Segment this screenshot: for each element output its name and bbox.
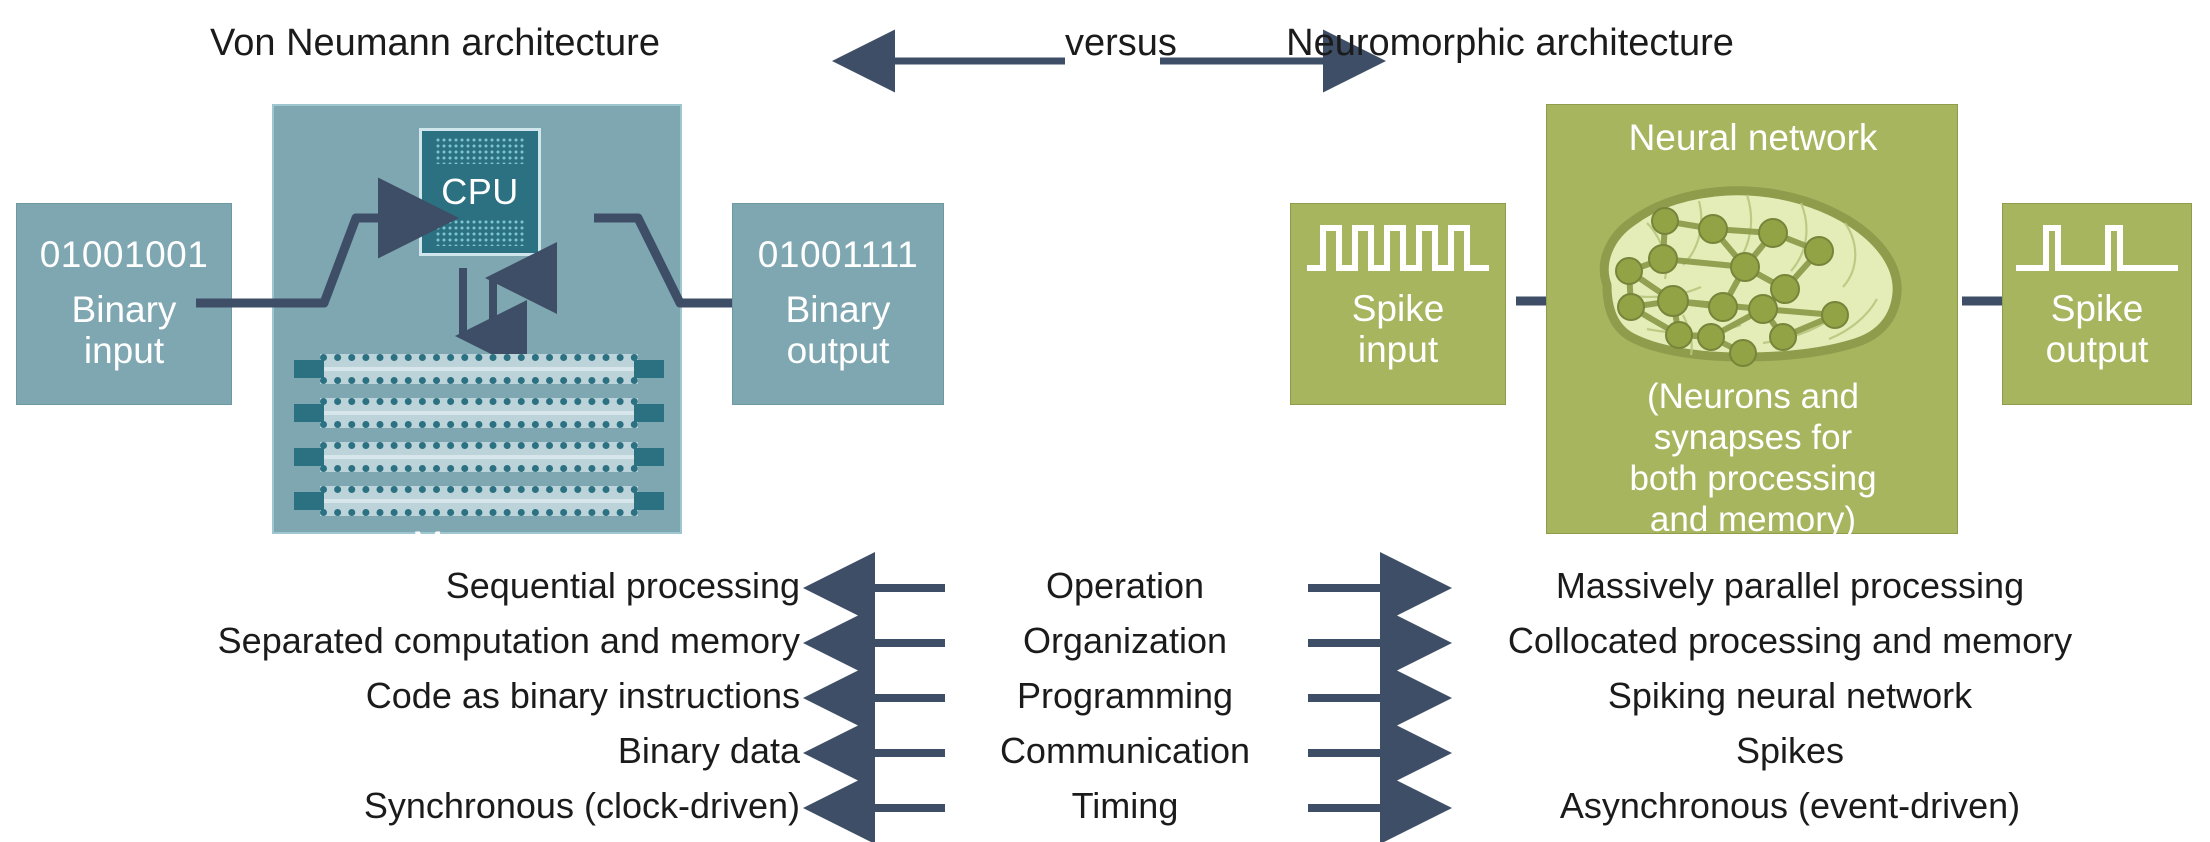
comparison-center-2: Programming <box>1016 675 1234 716</box>
comparison-center-3: Communication <box>999 730 1251 771</box>
comparison-center-0: Operation <box>1045 565 1205 606</box>
comparison-right-4: Asynchronous (event-driven) <box>1559 785 2021 826</box>
comparison-right-0: Massively parallel processing <box>1555 565 2025 606</box>
right-arrow-icon-1 <box>1308 607 1452 679</box>
left-arrow-icon-0 <box>803 552 945 624</box>
comparison-left-2: Code as binary instructions <box>365 675 800 716</box>
left-arrow-icon-3 <box>803 717 945 789</box>
spike-output-label-line1: Spike <box>2050 288 2144 329</box>
comparison-left-1: Separated computation and memory <box>217 620 800 661</box>
neural-network-note: (Neurons and synapses for both processin… <box>1547 377 1959 541</box>
cpu-label: CPU <box>441 171 519 212</box>
binary-output-bits: 01001111 <box>757 234 919 276</box>
binary-output-label-line1: Binary <box>785 288 891 330</box>
binary-output-label-line2: output <box>786 330 890 372</box>
von-neumann-title: Von Neumann architecture <box>210 22 660 64</box>
binary-input-label-line1: Binary <box>71 288 177 330</box>
binary-input-label-line2: input <box>83 330 165 372</box>
comparison-left-4: Synchronous (clock-driven) <box>363 785 800 826</box>
note-line-3: both processing <box>1629 458 1877 498</box>
cpu-to-output-arrow-icon <box>594 213 817 344</box>
left-arrow-icon-4 <box>803 772 945 842</box>
memory-bank-icon <box>294 442 664 472</box>
binary-input-bits: 01001001 <box>39 234 209 276</box>
versus-double-arrow-icon <box>832 29 1386 93</box>
neuromorphic-panel: Neural network <box>1546 104 1958 539</box>
note-line-4: and memory) <box>1649 499 1857 539</box>
input-to-cpu-arrow-icon <box>196 177 459 308</box>
spike-input-box: Spike input <box>1290 203 1506 405</box>
spike-input-label-line2: input <box>1357 329 1439 371</box>
comparison-center-4: Timing <box>1071 785 1179 826</box>
comparison-right-1: Collocated processing and memory <box>1507 620 2073 661</box>
left-arrow-icon-1 <box>803 607 945 679</box>
comparison-right-2: Spiking neural network <box>1607 675 1973 716</box>
binary-input-box: 01001001 Binary input <box>16 203 232 405</box>
note-line-2: synapses for <box>1653 417 1853 457</box>
comparison-left-3: Binary data <box>617 730 800 771</box>
spike-output-box: Spike output <box>2002 203 2192 405</box>
spike-input-label-line1: Spike <box>1351 288 1445 329</box>
binary-output-box: 01001111 Binary output <box>732 203 944 405</box>
cpu-memory-bidirectional-arrows-icon <box>455 242 557 372</box>
right-arrow-icon-4 <box>1308 772 1452 842</box>
right-arrow-icon-3 <box>1308 717 1452 789</box>
spike-output-label-line2: output <box>2045 329 2149 371</box>
two-pulse-icon <box>2016 225 2178 271</box>
memory-bank-icon <box>294 486 664 516</box>
von-neumann-panel: CPU <box>272 104 682 565</box>
square-wave-icon <box>1307 225 1489 271</box>
comparison-right-3: Spikes <box>1735 730 1845 771</box>
right-arrow-icon-0 <box>1308 552 1452 624</box>
comparison-center-1: Organization <box>1022 620 1228 661</box>
brain-network-icon <box>1599 186 1902 367</box>
memory-bank-icon <box>294 398 664 428</box>
left-arrow-icon-2 <box>803 662 945 734</box>
cpu-pin-grid-top <box>436 138 524 164</box>
memory-label: Memory <box>412 524 546 565</box>
cpu-pin-grid-bottom <box>436 220 524 246</box>
neuromorphic-title: Neuromorphic architecture <box>1286 22 1734 64</box>
right-arrow-icon-2 <box>1308 662 1452 734</box>
comparison-left-0: Sequential processing <box>445 565 800 606</box>
memory-bank-icon <box>294 354 664 384</box>
note-line-1: (Neurons and <box>1646 377 1860 416</box>
neural-network-title: Neural network <box>1628 117 1878 158</box>
